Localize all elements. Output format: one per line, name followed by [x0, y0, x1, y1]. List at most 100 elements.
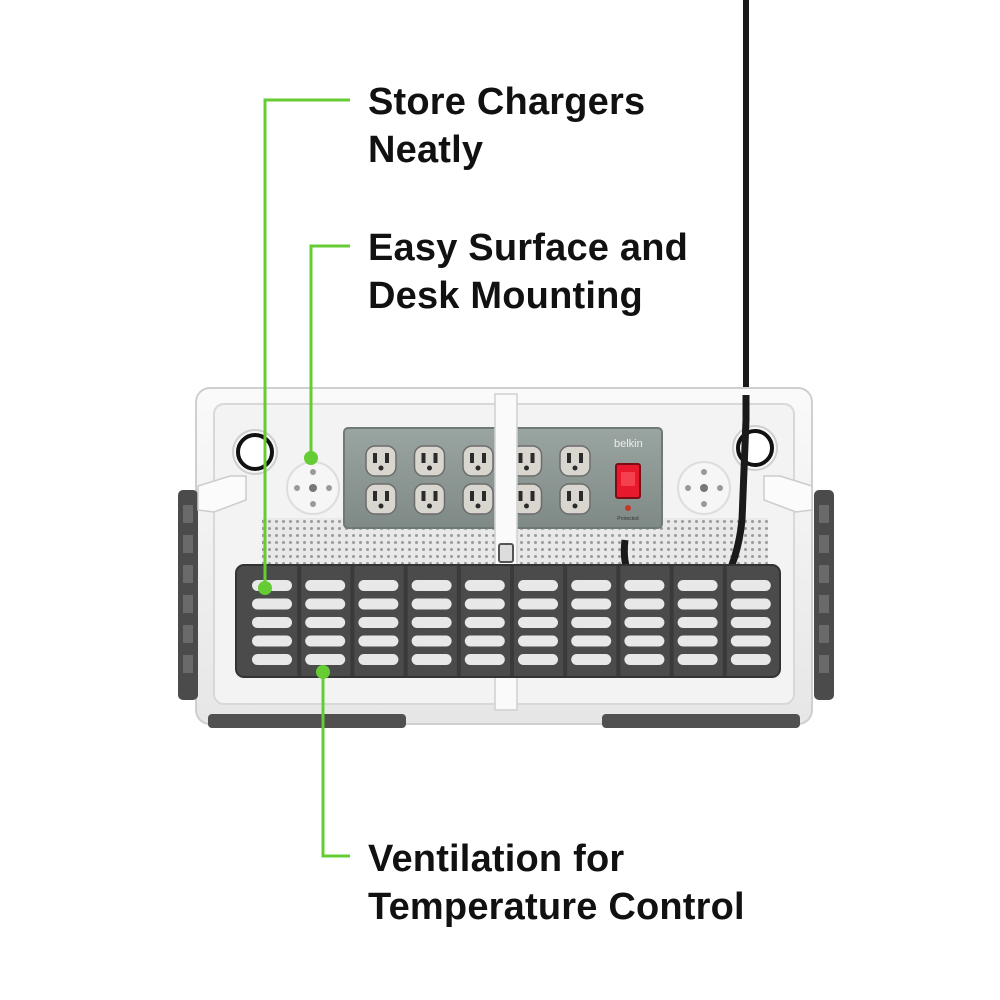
tray-vent-slot [252, 635, 292, 647]
left-side-grip [178, 490, 198, 700]
tray-vent-slot [518, 580, 558, 591]
tray-divider [669, 566, 674, 676]
outlet[interactable] [365, 483, 397, 515]
left-bracket [197, 475, 247, 513]
tray-vent-slot [518, 598, 558, 610]
tray-divider [616, 566, 621, 676]
tray-vent-slot [305, 654, 346, 665]
tray-vent-slot [411, 580, 452, 591]
switch-label: Protected [617, 516, 639, 522]
brand-label: belkin [614, 438, 643, 450]
right-mounting-plate [677, 461, 731, 515]
tray-divider [563, 566, 568, 676]
tray-divider [297, 566, 302, 676]
tray-vent-slot [358, 617, 399, 628]
callout-dot-mounting [304, 451, 318, 465]
callout-dot-chargers [258, 581, 272, 595]
tray-vent-slot [730, 617, 771, 628]
right-bracket [763, 475, 813, 513]
tray-vent-slot [518, 654, 558, 665]
outlet[interactable] [462, 483, 494, 515]
left-cable-grommet [232, 429, 278, 475]
tray-vent-slot [730, 635, 771, 647]
callout-line-chargers [263, 98, 350, 588]
callout-chargers-line1: Store Chargers [368, 81, 646, 123]
tray-vent-slot [677, 580, 718, 591]
tray-vent-slot [677, 654, 718, 665]
tray-vent-slot [358, 654, 399, 665]
tray-vent-slot [730, 654, 771, 665]
callout-store-chargers: Store Chargers Neatly [368, 78, 645, 174]
outlet[interactable] [413, 483, 446, 515]
tray-vent-slot [571, 580, 612, 591]
tray-vent-slot [305, 617, 346, 628]
tray-divider [510, 566, 514, 676]
tray-vent-slot [411, 654, 452, 665]
tray-vent-slot [305, 580, 346, 591]
tray-vent-slot [305, 598, 346, 610]
callout-ventilation-line1: Ventilation for [368, 838, 625, 880]
tray-vent-slot [624, 617, 665, 628]
tray-vent-slot [464, 598, 505, 610]
tray-vent-slot [571, 654, 612, 665]
tray-vent-slot [464, 654, 505, 665]
tray-vent-slot [624, 654, 665, 665]
tray-vent-slot [730, 580, 771, 591]
left-mounting-plate [286, 461, 340, 515]
tray-vent-slot [464, 617, 505, 628]
tray-vent-slot [358, 635, 399, 647]
outlet[interactable] [559, 483, 591, 515]
outlet-grid [365, 445, 591, 515]
tray-vent-slot [464, 580, 505, 591]
outlet[interactable] [413, 445, 446, 477]
right-foot [602, 714, 800, 728]
callout-chargers-line2: Neatly [368, 129, 484, 171]
tray-vent-slot [571, 598, 612, 610]
callout-desk-mounting: Easy Surface and Desk Mounting [368, 224, 688, 320]
left-foot [208, 714, 406, 728]
callout-mounting-line1: Easy Surface and [368, 227, 689, 269]
callout-ventilation-line2: Temperature Control [368, 886, 745, 928]
tray-divider [350, 566, 355, 676]
tray-vent-slot [358, 580, 399, 591]
tray-vent-slot [411, 635, 452, 647]
outlet[interactable] [462, 445, 494, 477]
tray-vent-slot [677, 598, 718, 610]
tray-vent-slot [358, 598, 399, 610]
tray-vent-slot [624, 580, 665, 591]
tray-divider [403, 566, 408, 676]
tray-vent-slot [624, 635, 665, 647]
right-side-grip [814, 490, 834, 700]
power-switch-rocker [621, 472, 635, 486]
tray-vent-slot [411, 598, 452, 610]
tray-vent-slot [518, 635, 558, 647]
tray-vent-slot [252, 580, 292, 591]
tray-vent-slot [252, 598, 292, 610]
protected-indicator-icon [625, 505, 631, 511]
tray-vent-slot [571, 617, 612, 628]
outlet[interactable] [365, 445, 397, 477]
callout-ventilation: Ventilation for Temperature Control [368, 835, 745, 931]
tray-vent-slot [252, 654, 292, 665]
right-cable-grommet [732, 425, 778, 471]
callout-line-mounting [309, 244, 350, 458]
outlet[interactable] [559, 445, 591, 477]
tray-divider [722, 566, 727, 676]
tray-divider [456, 566, 461, 676]
tray-vent-slot [305, 635, 346, 647]
tray-vent-slot [677, 635, 718, 647]
tray-vent-slot [571, 635, 612, 647]
callout-mounting-line2: Desk Mounting [368, 275, 643, 317]
tray-vent-slot [677, 617, 718, 628]
callout-dot-ventilation [316, 665, 330, 679]
tray-vent-slot [464, 635, 505, 647]
tray-vent-slot [730, 598, 771, 610]
tray-vent-slot [411, 617, 452, 628]
strap-buckle[interactable] [498, 543, 514, 563]
callout-line-ventilation [321, 672, 350, 858]
tray-vent-slot [518, 617, 558, 628]
charger-tray [235, 564, 781, 678]
tray-vent-slot [252, 617, 292, 628]
tray-vent-slot [624, 598, 665, 610]
